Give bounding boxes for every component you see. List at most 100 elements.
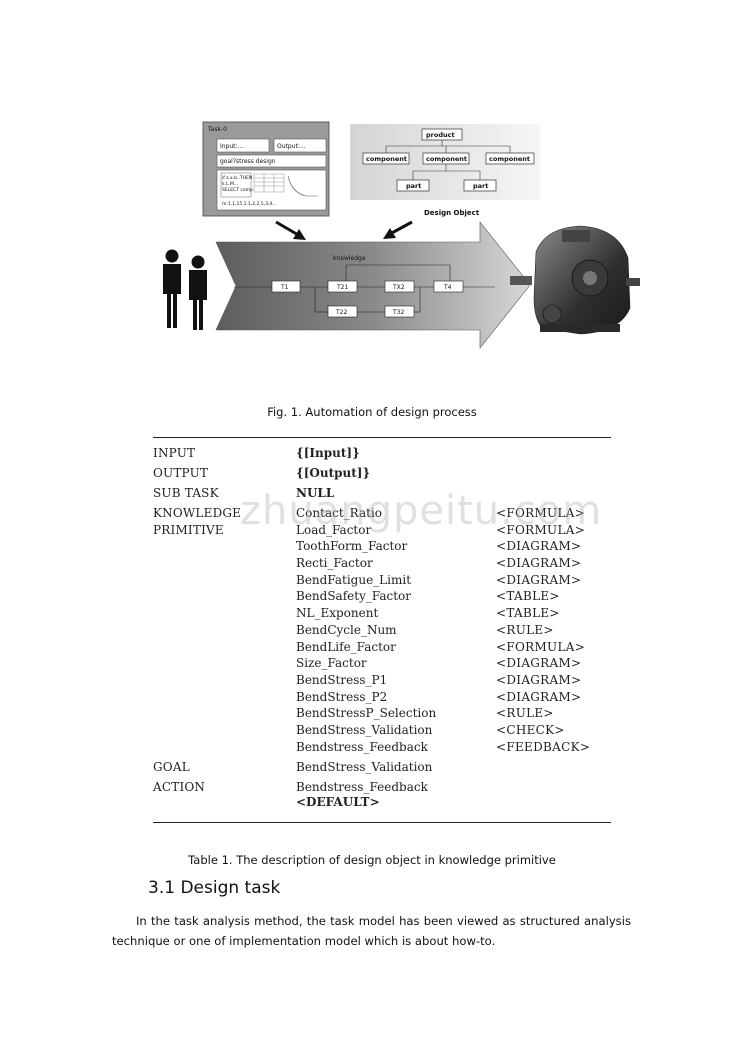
task-box: Task-0 Input:... Output:... goal?stress … <box>202 121 330 217</box>
table-row-primitive: BendLife_Factor <FORMULA> <box>153 640 611 657</box>
primitive-tag: <FORMULA> <box>496 639 586 654</box>
tree-root: product <box>426 131 455 139</box>
task-mini-curve <box>287 175 318 197</box>
body-paragraph: In the task analysis method, the task mo… <box>112 914 631 948</box>
table-row-primitive: BendStress_P2 <DIAGRAM> <box>153 690 611 707</box>
flow-node-t1: T1 <box>271 280 301 293</box>
process-arrow <box>215 221 531 349</box>
primitive-label: PRIMITIVE <box>153 522 224 537</box>
primitive-name: BendFatigue_Limit <box>296 572 412 587</box>
flow-diagram <box>234 264 495 313</box>
primitive-name: BendStress_Validation <box>296 722 433 737</box>
table-row-primitive: BendStress_P1 <DIAGRAM> <box>153 673 611 690</box>
design-object-label: Design Object <box>424 209 480 217</box>
table-row-primitive: BendStress_Validation <CHECK> <box>153 723 611 740</box>
primitive-name: Size_Factor <box>296 656 367 671</box>
flow-node-t4: T4 <box>433 280 464 293</box>
action-default: <DEFAULT> <box>296 794 380 809</box>
task-mini-table <box>253 173 285 193</box>
table-top-rule <box>153 437 611 438</box>
primitive-tag: <TABLE> <box>496 606 560 621</box>
primitive-name: BendSafety_Factor <box>296 589 412 604</box>
table-row-primitive: BendSafety_Factor <TABLE> <box>153 589 611 606</box>
flow-node-tx2: TX2 <box>384 280 415 293</box>
figure-automation-design-process: Task-0 Input:... Output:... goal?stress … <box>150 118 640 393</box>
tree-component-1: component <box>366 155 407 163</box>
task-code-text-2: k.L.M... <box>222 181 238 187</box>
primitive-tag: <FEEDBACK> <box>496 739 591 754</box>
action-value-text: Bendstress_Feedback <box>296 779 428 794</box>
table-row-primitive: ToothForm_Factor <DIAGRAM> <box>153 539 611 556</box>
task-goal-text: goal?stress design <box>220 158 276 165</box>
task-output-label: Output:... <box>277 143 306 150</box>
goal-value: BendStress_Validation <box>296 759 433 774</box>
task-code-text: if z.x.b..THEN <box>222 175 252 181</box>
primitive-tag: <FORMULA> <box>496 506 586 520</box>
primitive-name: Bendstress_Feedback <box>296 739 428 754</box>
row-value: NULL <box>296 486 335 500</box>
primitive-name: BendStress_P1 <box>296 672 388 687</box>
knowledge-label: knowledge <box>333 255 366 262</box>
table-row-primitive: BendFatigue_Limit <DIAGRAM> <box>153 573 611 590</box>
table-row-primitive: NL_Exponent <TABLE> <box>153 606 611 623</box>
gearbox-image <box>510 225 640 335</box>
watermark: zhuangpeitu.com <box>240 488 603 534</box>
table-row-goal: GOAL BendStress_Validation <box>153 760 611 780</box>
pointer-arrow-right <box>383 220 413 239</box>
primitive-name: BendStressP_Selection <box>296 706 437 721</box>
primitive-tag: <CHECK> <box>496 722 565 737</box>
svg-text:TX2: TX2 <box>392 284 405 291</box>
design-object-tree: product component component component pa… <box>350 124 540 217</box>
primitive-name: Load_Factor <box>296 522 372 537</box>
primitive-tag: <RULE> <box>496 622 554 637</box>
table-row-primitive: Bendstress_Feedback <FEEDBACK> <box>153 740 611 760</box>
table-row-output: OUTPUT {[Output]} <box>153 466 611 486</box>
goal-label: GOAL <box>153 759 190 774</box>
task-code-text-3: SELECT comp <box>222 187 253 193</box>
primitive-tag: <DIAGRAM> <box>496 656 582 671</box>
table-row-action: ACTION Bendstress_Feedback <DEFAULT> <box>153 780 611 818</box>
primitive-tag: <DIAGRAM> <box>496 556 582 571</box>
task-title: Task-0 <box>207 126 227 133</box>
flow-node-t32: T32 <box>384 305 415 318</box>
svg-text:T1: T1 <box>280 284 289 291</box>
tree-component-2: component <box>426 155 467 163</box>
table-row-primitive: PRIMITIVE Load_Factor <FORMULA> <box>153 523 611 540</box>
primitive-name: ToothForm_Factor <box>296 539 408 554</box>
tree-part-2: part <box>473 182 488 190</box>
svg-text:T21: T21 <box>336 284 348 291</box>
primitive-tag: <DIAGRAM> <box>496 539 582 554</box>
tree-component-3: component <box>489 155 530 163</box>
row-label: INPUT <box>153 446 196 460</box>
table-row-primitive: BendStressP_Selection <RULE> <box>153 706 611 723</box>
table-row-primitive: Recti_Factor <DIAGRAM> <box>153 556 611 573</box>
primitive-tag: <TABLE> <box>496 589 560 604</box>
people-icon <box>163 249 207 330</box>
task-input-label: Input:... <box>220 143 243 150</box>
primitive-name: BendCycle_Num <box>296 622 397 637</box>
row-label: SUB TASK <box>153 486 219 500</box>
primitive-name: BendStress_P2 <box>296 689 388 704</box>
table-row-primitive: BendCycle_Num <RULE> <box>153 623 611 640</box>
svg-text:T22: T22 <box>335 309 347 316</box>
table-row-primitive: Size_Factor <DIAGRAM> <box>153 656 611 673</box>
task-range-text: m:1.1,15,1.1,2,2,5,3,4... <box>222 201 277 207</box>
tree-part-1: part <box>406 182 421 190</box>
primitive-tag: <DIAGRAM> <box>496 572 582 587</box>
table-row-primitive: KNOWLEDGE Contact_Ratio <FORMULA> <box>153 506 611 523</box>
table-bottom-rule <box>153 821 611 823</box>
row-label: OUTPUT <box>153 466 209 480</box>
section-heading: 3.1 Design task <box>148 878 281 898</box>
flow-node-t21: T21 <box>327 280 358 293</box>
knowledge-primitive-table: INPUT {[Input]} OUTPUT {[Output]} SUB TA… <box>153 437 611 823</box>
primitive-tag: <FORMULA> <box>496 522 586 537</box>
primitive-name: Recti_Factor <box>296 556 373 571</box>
pointer-arrow-left <box>275 220 306 240</box>
primitive-name: NL_Exponent <box>296 606 379 621</box>
primitive-tag: <DIAGRAM> <box>496 672 582 687</box>
svg-text:T4: T4 <box>443 284 452 291</box>
row-value: {[Input]} <box>296 446 360 460</box>
table-caption: Table 1. The description of design objec… <box>188 853 556 867</box>
knowledge-label: KNOWLEDGE <box>153 506 242 520</box>
figure-caption: Fig. 1. Automation of design process <box>267 405 477 419</box>
